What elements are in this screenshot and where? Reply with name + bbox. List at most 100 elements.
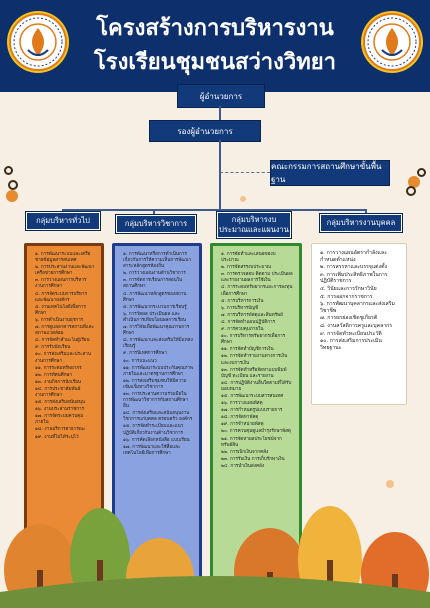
list-item: ๘. การจัดทำแผนปฏิบัติการ (221, 319, 276, 325)
list-item: ๑๙. การจำหน่ายพัสดุ (221, 422, 264, 428)
list-item: ๑๖. การคัดเลือกหนังสือ แบบเรียน (123, 437, 190, 443)
list-item: ๑. การพัฒนาหรือการดำเนินการเกี่ยวกับการใ… (123, 252, 192, 270)
list-item: ๑๘. งานบริการสาธารณะ (35, 427, 86, 433)
list-item: ๓. การวางแผนการบริหารงานการศึกษา (35, 278, 87, 290)
list-item: ๖. การบริหารบัญชี (221, 305, 259, 311)
list-item: ๑๓. การประสานความร่วมมือในการพัฒนาวิชากา… (123, 391, 189, 410)
title-line-2: โรงเรียนชุมชนสว่างวิทยา (93, 49, 337, 75)
list-item: ๕. การบริหารการเงิน (221, 298, 264, 304)
list-item: ๘. การพัฒนาและส่งเสริมให้มีแหล่งเรียนรู้ (123, 338, 193, 350)
decor-ring (8, 180, 18, 190)
list-item: ๖. การดำเนินงานธุรการ (35, 317, 84, 323)
list-item: ๔. วินัยและการรักษาวินัย (320, 285, 377, 292)
list-item: ๑๔. การประชาสัมพันธ์งานการศึกษา (35, 386, 81, 398)
decor-ring (4, 166, 13, 175)
list-item: ๑๕. การส่งเสริมสนับสนุน (35, 400, 86, 406)
list-item: ๒๑. การจัดหาผลประโยชน์จากทรัพย์สิน (221, 436, 282, 448)
list-item: ๑๒. การจัดทำรายงานทางการเงินและงบการเงิน (221, 354, 288, 366)
list-item: ๑. การพัฒนาระบบและเครือข่ายข้อมูลสารสนเท… (35, 252, 91, 264)
director-box: ผู้อำนวยการ (177, 84, 265, 108)
list-item: ๑. การจัดทำและเสนอของบประมาณ (221, 252, 276, 264)
group-label-general: กลุ่มบริหารทั่วไป (26, 212, 100, 230)
committee-box: คณะกรรมการสถานศึกษาขั้นพื้นฐาน (270, 160, 390, 186)
group-label-academic: กลุ่มบริหารวิชาการ (116, 215, 196, 233)
list-item: ๑๐. การบริหารทรัพยากรเพื่อการศึกษา (221, 334, 286, 346)
budget-admin-list: ๑. การจัดทำและเสนอของบประมาณ๒. การจัดสรร… (210, 243, 302, 583)
list-item: ๔. การจัดระบบการบริหารและพัฒนาองค์กร (35, 291, 87, 303)
list-item: ๑๑. การระดมทรัพยากร (35, 365, 82, 371)
list-item: ๗. การยกย่องเชิดชูเกียรติ (320, 315, 378, 322)
list-item: ๑๕. การพัฒนาระบบสารสนเทศ (221, 393, 284, 399)
list-item: ๑๑. การจัดทำบัญชีการเงิน (221, 347, 274, 353)
list-item: ๒๔. การนำเงินส่งคลัง (221, 463, 265, 469)
group-label-personnel: กลุ่มบริหารงานบุคคล (320, 214, 402, 232)
list-item: ๑๘. การจัดหาพัสดุ (221, 415, 259, 421)
list-item: ๒๒. การเบิกเงินจากคลัง (221, 449, 269, 455)
list-item: ๑๒. การส่งเสริมชุมชนให้มีความเข้มแข็งทาง… (123, 378, 187, 390)
list-item: ๑๑. การพัฒนาระบบประกันคุณภาพภายในและมาตร… (123, 365, 193, 377)
school-logo-right (361, 11, 423, 73)
list-item: ๖. การพัฒนาบุคลากรและส่งเสริมวิชาชีพ (320, 301, 395, 314)
connector-line (219, 106, 221, 120)
list-item: ๕. การพัฒนากระบวนการเรียนรู้ (123, 304, 187, 310)
list-item: ๑๖. การวางแผนพัสดุ (221, 401, 263, 407)
list-item: ๒๓. การรับเงิน การเก็บรักษาเงิน (221, 456, 285, 462)
list-item: ๑๓. การจัดทำหรือจัดหาแบบพิมพ์บัญชี ทะเบี… (221, 367, 287, 379)
list-item: ๑๔. การส่งเสริมและสนับสนุนงานวิชาการแก่บ… (123, 411, 193, 423)
list-item: ๗. การดูแลอาคารสถานที่และสภาพแวดล้อม (35, 325, 94, 337)
group-label-budget: กลุ่มบริหารงบประมาณและแผนงาน (217, 212, 291, 238)
list-item: ๒. การประสานงานและพัฒนาเครือข่ายการศึกษา (35, 265, 95, 277)
list-item: ๕. งานเทคโนโลยีเพื่อการศึกษา (35, 304, 86, 316)
list-item: ๕. การออกจากราชการ (320, 293, 373, 300)
list-item: ๑๙. งานที่ไม่ได้ระบุไว้ (35, 434, 79, 440)
list-item: ๒. การสรรหาและบรรจุแต่งตั้ง (320, 264, 387, 271)
list-item: ๓. การจัดการเรียนการสอนในสถานศึกษา (123, 278, 183, 290)
list-item: ๘. งานสวัสดิการครูและบุคลากร (320, 322, 393, 329)
decor-dot (6, 190, 18, 202)
list-item: ๒๐. การควบคุมดูแลบำรุงรักษาพัสดุ (221, 429, 291, 435)
list-item: ๑๓. งานกิจการนักเรียน (35, 379, 82, 385)
list-item: ๑๐. การแนะแนว (123, 358, 157, 364)
branch-line (62, 209, 366, 211)
list-item: ๙. การจัดทำทะเบียนประวัติ (320, 330, 382, 337)
list-item: ๔. การพัฒนาหลักสูตรของสถานศึกษา (123, 291, 187, 303)
list-item: ๓. การเพิ่มประสิทธิภาพในการปฏิบัติราชการ (320, 271, 388, 285)
list-item: ๙. การนิเทศการศึกษา (123, 351, 167, 357)
title-line-1: โครงสร้างการบริหารงาน (96, 15, 334, 41)
autumn-trees-illustration (0, 506, 430, 608)
connector-line (219, 140, 221, 210)
list-item: ๔. การระดมทรัพยากรและการลงทุนเพื่อการศึก… (221, 285, 293, 297)
list-item: ๘. การจัดทำสำมะโนผู้เรียน (35, 338, 90, 344)
branch-drop (153, 209, 155, 219)
list-item: ๑๒. การทัศนศึกษา (35, 372, 73, 378)
list-item: ๓. การตรวจสอบ ติดตาม ประเมินผล และรายงาน… (221, 272, 293, 284)
list-item: ๖. การวัดผล ประเมินผล และดำเนินการเทียบโ… (123, 311, 187, 323)
academic-admin-list: ๑. การพัฒนาหรือการดำเนินการเกี่ยวกับการใ… (112, 243, 202, 583)
list-item: ๗. การวิจัยเพื่อพัฒนาคุณภาพการศึกษา (123, 325, 190, 337)
list-item: ๙. การควบคุมภายใน (221, 327, 264, 333)
list-item: ๑๔. การปฏิบัติงานอื่นใดตามที่ได้รับมอบหม… (221, 380, 292, 392)
list-item: ๑๕. การจัดทำระเบียบและแนวปฏิบัติเกี่ยวกั… (123, 424, 184, 436)
decor-dot (386, 480, 394, 488)
decor-ring (417, 168, 426, 177)
list-item: ๗. การบริหารพัสดุและสินทรัพย์ (221, 312, 283, 318)
deputy-box: รองผู้อำนวยการ (149, 120, 261, 142)
school-logo-left (7, 11, 69, 73)
decor-dot (408, 176, 420, 188)
decor-dot (240, 196, 246, 202)
personnel-admin-list: ๑. การวางแผนอัตรากำลังและกำหนดตำแหน่ง๒. … (311, 243, 407, 405)
list-item: ๙. การรับนักเรียน (35, 345, 71, 351)
list-item: ๑๗. การกำหนดรูปแบบรายการ (221, 408, 283, 414)
decor-ring (406, 186, 416, 196)
committee-connector (220, 172, 270, 173)
list-item: ๑. การวางแผนอัตรากำลังและกำหนดตำแหน่ง (320, 250, 387, 263)
list-item: ๑๐. การส่งเสริมการประเมินวิทยฐานะ (320, 338, 382, 351)
list-item: ๒. การวางแผนงานด้านวิชาการ (123, 271, 186, 277)
list-item: ๑๐. การส่งเสริมและประสานงานการศึกษา (35, 352, 92, 364)
list-item: ๑๗. การจัดระบบควบคุมภายใน (35, 414, 84, 426)
list-item: ๑๗. การพัฒนาและใช้สื่อและเทคโนโลยีเพื่อก… (123, 444, 181, 456)
list-item: ๑๖. งานประสานราชการ (35, 407, 85, 413)
list-item: ๒. การจัดสรรงบประมาณ (221, 265, 272, 271)
header-banner: โครงสร้างการบริหารงาน โรงเรียนชุมชนสว่าง… (0, 0, 430, 92)
